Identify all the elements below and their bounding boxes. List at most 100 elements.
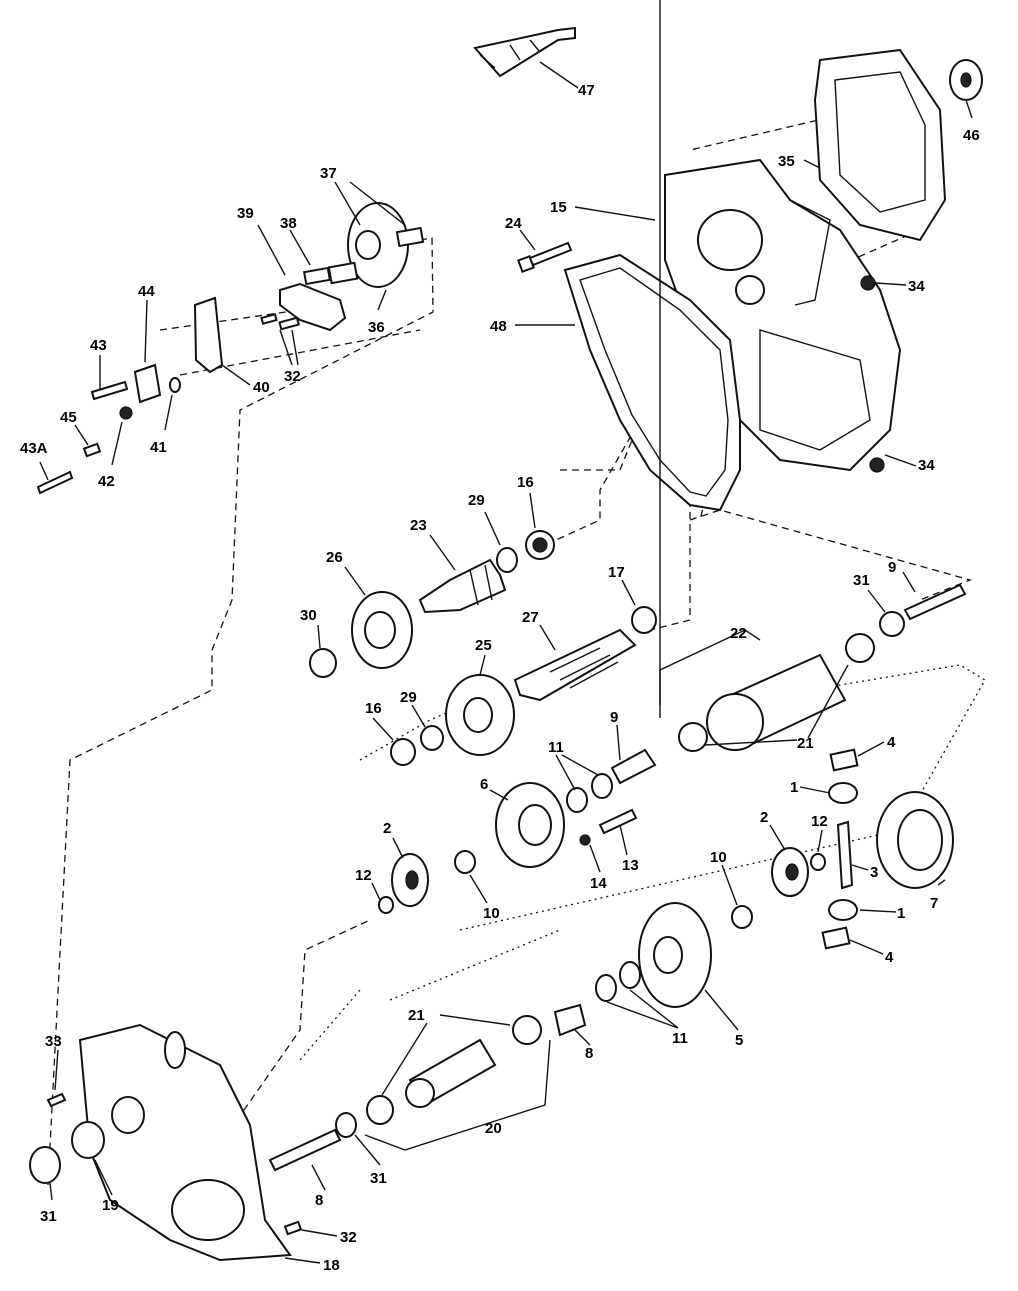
part-31-seal-upper [879,611,905,637]
part-17-bearing [631,606,657,634]
part-34-plug-upper [860,275,876,291]
part-21-bushing-upper [845,633,875,663]
callout-11-lower: 11 [672,1030,688,1047]
part-2-side-gear-left [391,853,429,907]
callout-34-lower: 34 [918,457,935,474]
callout-23: 23 [410,517,427,534]
part-38-pad-spacer [302,266,332,286]
callout-31-middle: 31 [370,1170,387,1187]
callout-2-left: 2 [383,820,391,837]
callout-12-right: 12 [811,813,828,830]
part-21-bushing-c [512,1015,542,1045]
callout-17: 17 [608,564,625,581]
part-1-bevel-pinion-upper [828,782,858,804]
part-8-stub-shaft [553,1003,587,1037]
part-9-shaft-lower [610,748,657,785]
callout-36: 36 [368,319,385,336]
part-48-gasket [563,253,741,512]
part-16-bearing-upper [525,530,555,560]
part-24-bolt [517,241,573,273]
callout-21-upper: 21 [797,735,814,752]
callout-42: 42 [98,473,115,490]
part-2-side-gear-right [771,847,809,897]
part-40-brake-lever [193,296,224,374]
callout-32-upper: 32 [284,368,301,385]
callout-34-upper: 34 [908,278,925,295]
callout-16-lower: 16 [365,700,382,717]
part-45-spacer [82,442,102,458]
part-5-differential-cover [638,902,712,1008]
callout-22: 22 [730,625,747,642]
callout-27: 27 [522,609,539,626]
callout-14: 14 [590,875,607,892]
part-20-axle-tube [405,1038,497,1108]
part-43-bolt [90,380,129,401]
part-43A-pin [36,470,74,495]
callout-19: 19 [102,1197,119,1214]
callout-12-left: 12 [355,867,372,884]
callout-21-lower: 21 [408,1007,425,1024]
callout-41: 41 [150,439,167,456]
part-22-axle-tube [706,653,847,751]
part-12-ring-right [810,853,826,871]
part-39-brake-caliper [279,282,347,332]
part-30-thrust-washer [309,648,337,678]
part-23-pinion-shaft [418,558,507,614]
part-10-washer-right [731,905,753,929]
parts [29,26,983,1262]
callout-24: 24 [505,215,522,232]
part-1-bevel-pinion-lower [828,899,858,921]
callout-43A: 43A [20,440,48,457]
part-26-spur-gear [351,591,413,669]
callout-1-upper: 1 [790,779,798,796]
part-31-seal-middle [335,1112,357,1138]
part-18-lower-housing [78,1023,292,1262]
callout-46: 46 [963,127,980,144]
callout-44: 44 [138,283,155,300]
callout-18: 18 [323,1257,340,1274]
part-19-bearing [71,1121,105,1159]
part-37-brake-pad-left [327,261,359,285]
part-29-washer-upper [496,547,518,573]
callout-5: 5 [735,1032,743,1049]
callout-9-upper: 9 [888,559,896,576]
callout-39: 39 [237,205,254,222]
callout-26: 26 [326,549,343,566]
callout-8-lower: 8 [315,1192,323,1209]
leader-lines [39,0,973,1264]
part-8-axle-shaft [268,1128,342,1172]
callout-45: 45 [60,409,77,426]
callout-47: 47 [578,82,595,99]
part-6-differential-case [495,782,565,868]
callout-2-right: 2 [760,809,768,826]
part-9-shaft-upper [903,583,967,621]
part-21-bushing-d [366,1095,394,1125]
callout-4-upper: 4 [887,734,896,751]
part-41-washer [169,377,181,393]
part-11-washer-a [591,773,613,799]
part-3-cross-shaft [836,820,854,890]
callout-32-lower: 32 [340,1229,357,1246]
callout-29-upper: 29 [468,492,485,509]
part-37-brake-pad-right [395,226,425,248]
callout-10-right: 10 [710,849,727,866]
part-42-nut [119,406,133,420]
part-21-bushing-lower [678,722,708,752]
part-31-seal-lower [29,1146,61,1184]
part-10-washer-left [454,850,476,874]
part-46-pinion [949,59,983,101]
callout-29-lower: 29 [400,689,417,706]
part-13-bolt [598,808,638,835]
callout-33: 33 [45,1033,62,1050]
callout-30: 30 [300,607,317,624]
callout-31-upper: 31 [853,572,870,589]
callout-37: 37 [320,165,337,182]
part-12-ring-left [378,896,394,914]
callout-48: 48 [490,318,507,335]
part-14-nut [579,834,591,846]
part-27-splined-shaft [513,628,637,702]
part-25-cluster-gear [445,674,515,756]
callout-6: 6 [480,776,488,793]
callout-38: 38 [280,215,297,232]
